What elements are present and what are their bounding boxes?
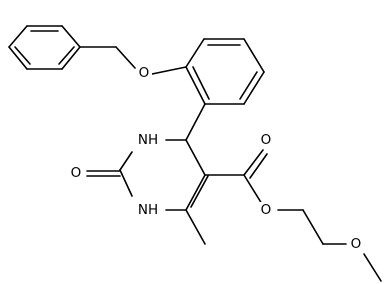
svg-text:O: O [261, 132, 272, 148]
benzyl-ether-link [79, 46, 187, 75]
aryl-ring [185, 38, 265, 105]
atom-o-ester: O [259, 202, 274, 219]
svg-text:NH: NH [138, 202, 158, 218]
svg-text:O: O [351, 236, 362, 252]
atom-o-urea-carbonyl: O [69, 165, 84, 182]
atom-nh-upper: NH [132, 132, 164, 149]
atom-nh-lower: NH [132, 202, 164, 219]
bonds [8, 25, 382, 282]
methyl-bond [185, 209, 206, 245]
svg-text:NH: NH [138, 132, 158, 148]
pyrimidinone-ring [119, 103, 209, 211]
svg-text:O: O [139, 65, 150, 81]
atom-labels: O NH NH O O O O [69, 65, 364, 253]
atom-o-ester-carbonyl: O [259, 132, 274, 149]
svg-text:O: O [71, 165, 82, 181]
ester-group [204, 149, 268, 205]
atom-o-benzyl-ether: O [137, 65, 152, 82]
benzyl-phenyl-ring [8, 25, 81, 70]
methoxyethyl-chain [277, 209, 382, 282]
svg-text:O: O [261, 202, 272, 218]
urea-carbonyl [86, 170, 121, 177]
atom-o-methoxy: O [349, 236, 364, 253]
